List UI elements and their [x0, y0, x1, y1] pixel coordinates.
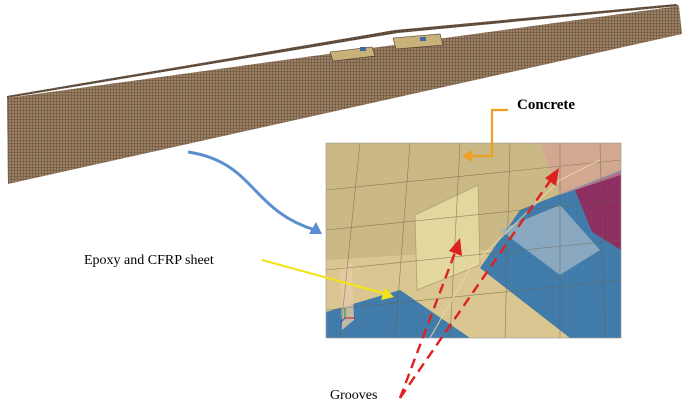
epoxy-pointer-arrow	[261, 258, 394, 300]
groove-arrow-right	[399, 177, 553, 399]
blue-curved-arrow	[187, 150, 322, 234]
groove-arrowhead-right	[545, 168, 559, 186]
grooves-label: Grooves	[330, 388, 378, 403]
groove-strip-left	[340, 262, 354, 330]
coordinate-axes-icon	[339, 308, 355, 324]
light-blue-region	[500, 205, 600, 275]
blue-cfrp-lower	[326, 290, 470, 338]
mesh-grid-lines	[326, 143, 621, 338]
beam-front-face	[7, 6, 682, 184]
groove-pointer-arrows	[398, 168, 559, 399]
zoomed-view-border	[325, 142, 622, 339]
groove-panel	[414, 184, 481, 291]
groove-arrow-left	[398, 249, 458, 399]
concrete-beam-mesh	[7, 4, 682, 184]
concrete-label: Concrete	[517, 97, 576, 113]
plate-marker-1	[360, 47, 366, 51]
epoxy-cfrp-label: Epoxy and CFRP sheet	[84, 253, 214, 268]
plate-marker-2	[420, 37, 426, 41]
groove-arrowhead-left	[449, 238, 462, 256]
cfrp-plate-right	[392, 33, 444, 50]
zoomed-detail-view	[326, 143, 621, 338]
magenta-cfrp-region	[575, 172, 621, 250]
concrete-pointer-arrow	[462, 108, 508, 162]
crack-line	[429, 159, 601, 338]
